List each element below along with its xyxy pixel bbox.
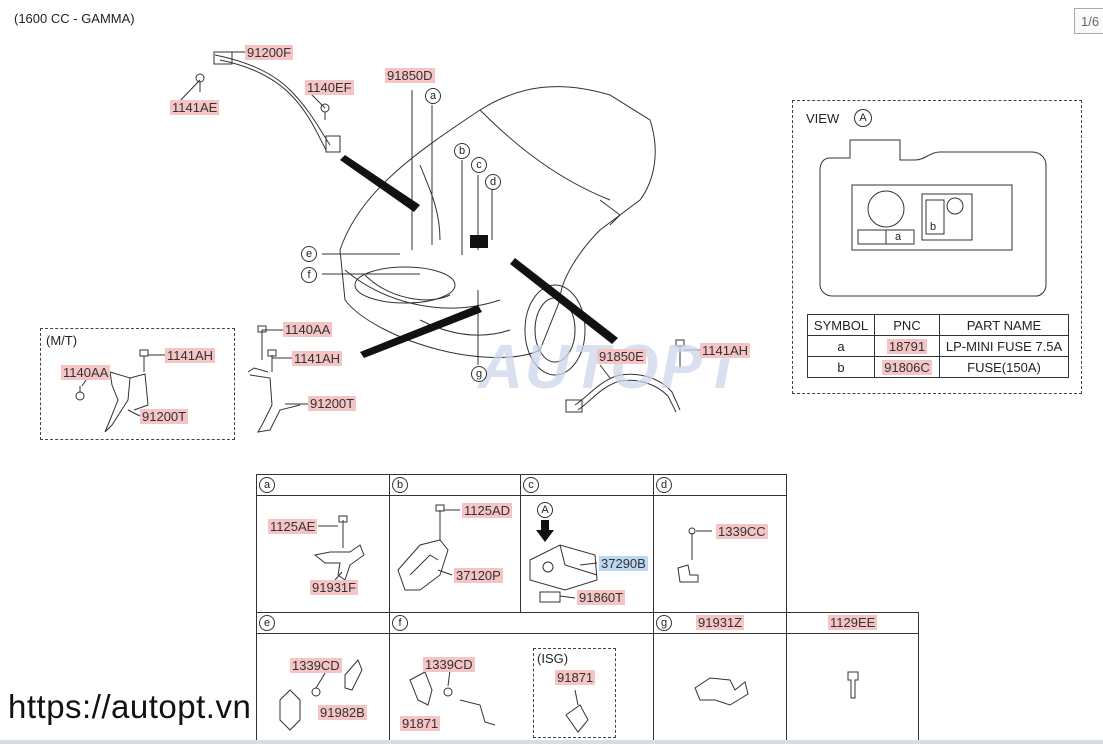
mt-part-label-1140AA[interactable]: 1140AA bbox=[61, 365, 111, 380]
detail-cell-b bbox=[389, 474, 521, 613]
cell-c-view-marker: A bbox=[537, 502, 553, 518]
detail-cell-d bbox=[653, 474, 787, 613]
part-label-91931Z[interactable]: 91931Z bbox=[696, 615, 745, 630]
mt-part-label-1141AH[interactable]: 1141AH bbox=[165, 348, 216, 363]
part-label-91871-isg[interactable]: 91871 bbox=[555, 670, 596, 685]
callout-e[interactable]: e bbox=[301, 246, 317, 262]
table-cell-symbol: b bbox=[807, 356, 875, 378]
part-label-1141AE[interactable]: 1141AE bbox=[170, 100, 220, 115]
view-title: VIEW bbox=[806, 111, 840, 126]
callout-a[interactable]: a bbox=[425, 88, 441, 104]
part-label-1140EF[interactable]: 1140EF bbox=[305, 80, 354, 95]
table-cell-pnc[interactable]: 91806C bbox=[874, 356, 940, 378]
part-label-1125AD[interactable]: 1125AD bbox=[462, 503, 513, 518]
mt-variant-box bbox=[40, 328, 235, 440]
pnc-link[interactable]: 91806C bbox=[882, 359, 932, 375]
isg-label: (ISG) bbox=[537, 651, 569, 666]
view-inner-label-a: a bbox=[895, 231, 902, 243]
cell-letter-a: a bbox=[259, 477, 275, 493]
callout-b[interactable]: b bbox=[454, 143, 470, 159]
cell-letter-b: b bbox=[392, 477, 408, 493]
part-label-91871[interactable]: 91871 bbox=[400, 716, 441, 731]
mt-part-label-91200T[interactable]: 91200T bbox=[140, 409, 189, 424]
part-label-37120P[interactable]: 37120P bbox=[454, 568, 503, 583]
callout-d[interactable]: d bbox=[485, 174, 501, 190]
part-label-37290B[interactable]: 37290B bbox=[599, 556, 648, 571]
part-label-1141AH-right[interactable]: 1141AH bbox=[700, 343, 751, 358]
table-row: b 91806C FUSE(150A) bbox=[807, 356, 1069, 378]
table-row: a 18791 LP-MINI FUSE 7.5A bbox=[807, 335, 1069, 357]
part-label-1141AH[interactable]: 1141AH bbox=[292, 351, 343, 366]
watermark-logo-text: AUTOPT bbox=[478, 333, 744, 402]
cell-letter-d: d bbox=[656, 477, 672, 493]
table-cell-pnc[interactable]: 18791 bbox=[874, 335, 940, 357]
table-cell-symbol: a bbox=[807, 335, 875, 357]
watermark-url: https://autopt.vn bbox=[8, 688, 252, 725]
callout-g[interactable]: g bbox=[471, 366, 487, 382]
detail-cell-g bbox=[653, 612, 787, 744]
part-label-91850E[interactable]: 91850E bbox=[597, 349, 646, 364]
horizontal-scrollbar[interactable] bbox=[0, 740, 1103, 744]
detail-cell-h bbox=[786, 612, 919, 744]
part-label-1129EE[interactable]: 1129EE bbox=[828, 615, 878, 630]
view-symbol-circle: A bbox=[854, 109, 872, 127]
detail-cell-e bbox=[256, 612, 390, 744]
part-label-91982B[interactable]: 91982B bbox=[318, 705, 367, 720]
fuse-symbol-table: SYMBOL PNC PART NAME a 18791 LP-MINI FUS… bbox=[807, 314, 1069, 378]
part-label-1140AA[interactable]: 1140AA bbox=[283, 322, 333, 337]
part-label-1339CC[interactable]: 1339CC bbox=[716, 524, 768, 539]
part-label-1339CD-e[interactable]: 1339CD bbox=[290, 658, 342, 673]
view-a-box bbox=[792, 100, 1082, 394]
part-label-91931F[interactable]: 91931F bbox=[310, 580, 359, 595]
cell-letter-c: c bbox=[523, 477, 539, 493]
table-cell-part-name: FUSE(150A) bbox=[939, 356, 1069, 378]
part-label-91200T[interactable]: 91200T bbox=[308, 396, 357, 411]
cell-letter-g: g bbox=[656, 615, 672, 631]
page-indicator[interactable]: 1/6 bbox=[1074, 8, 1103, 34]
part-label-1125AE[interactable]: 1125AE bbox=[268, 519, 318, 534]
view-inner-label-b: b bbox=[930, 221, 937, 233]
callout-c[interactable]: c bbox=[471, 157, 487, 173]
cell-letter-f: f bbox=[392, 615, 408, 631]
part-label-91860T[interactable]: 91860T bbox=[577, 590, 626, 605]
engine-label: (1600 CC - GAMMA) bbox=[14, 11, 135, 26]
part-label-91200F[interactable]: 91200F bbox=[245, 45, 294, 60]
isg-variant-box bbox=[533, 648, 616, 738]
table-header-row: SYMBOL PNC PART NAME bbox=[807, 314, 1069, 336]
part-label-91850D[interactable]: 91850D bbox=[385, 68, 435, 83]
callout-f[interactable]: f bbox=[301, 267, 317, 283]
table-header-pnc: PNC bbox=[874, 314, 940, 336]
cell-letter-e: e bbox=[259, 615, 275, 631]
part-label-1339CD-f[interactable]: 1339CD bbox=[423, 657, 475, 672]
pnc-link[interactable]: 18791 bbox=[886, 338, 928, 354]
table-cell-part-name: LP-MINI FUSE 7.5A bbox=[939, 335, 1069, 357]
table-header-symbol: SYMBOL bbox=[807, 314, 875, 336]
mt-box-title: (M/T) bbox=[46, 333, 78, 348]
table-header-part-name: PART NAME bbox=[939, 314, 1069, 336]
